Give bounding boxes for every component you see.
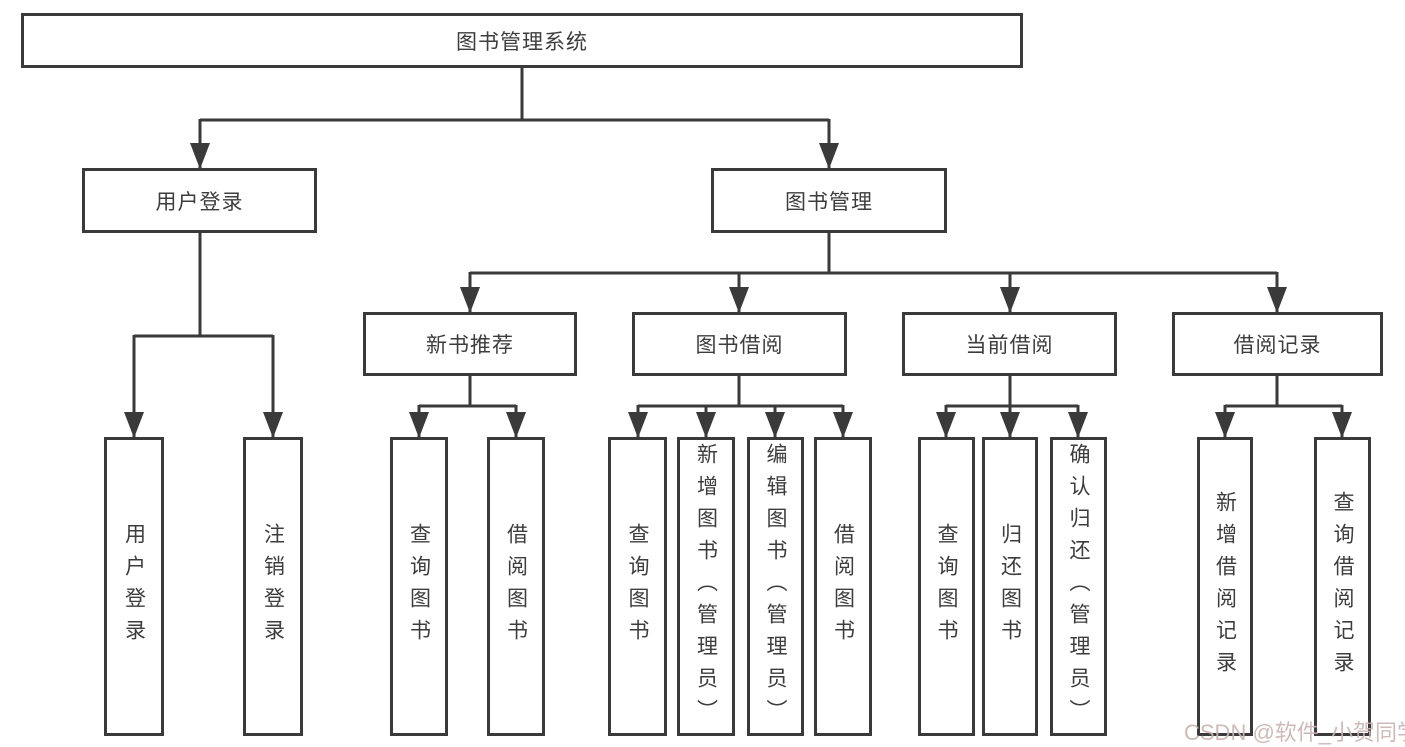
leaf-recommend-query-books: 查询图书 <box>390 437 448 736</box>
node-label: 新增借阅记录 <box>1213 490 1237 683</box>
node-label: 确认归还（管理员） <box>1067 442 1090 731</box>
leaf-logout: 注销登录 <box>243 437 303 736</box>
node-label: 借阅记录 <box>1233 334 1322 357</box>
node-label: 新书推荐 <box>426 334 514 357</box>
node-label: 查询图书 <box>935 522 958 651</box>
leaf-recommend-borrow-books: 借阅图书 <box>487 437 545 736</box>
node-label: 当前借阅 <box>965 334 1054 357</box>
leaf-records-query-record: 查询借阅记录 <box>1314 437 1371 736</box>
leaf-borrow-borrow-books: 借阅图书 <box>814 437 872 736</box>
leaf-records-add-record: 新增借阅记录 <box>1197 437 1253 736</box>
leaf-user-login: 用户登录 <box>104 437 164 736</box>
node-book-management: 图书管理 <box>711 168 947 233</box>
node-label: 新增图书（管理员） <box>694 442 718 731</box>
node-label: 用户登录 <box>155 190 244 214</box>
node-borrow-records: 借阅记录 <box>1172 312 1383 376</box>
node-label: 图书管理系统 <box>456 30 588 54</box>
node-user-login: 用户登录 <box>82 168 317 233</box>
node-label: 查询图书 <box>626 522 649 651</box>
leaf-borrow-edit-books-admin: 编辑图书（管理员） <box>747 437 804 736</box>
node-label: 借阅图书 <box>504 522 528 651</box>
leaf-borrow-query-books: 查询图书 <box>608 437 667 736</box>
leaf-current-query-books: 查询图书 <box>918 437 975 736</box>
node-label: 查询图书 <box>407 522 431 651</box>
node-label: 编辑图书（管理员） <box>764 442 787 731</box>
node-label: 用户登录 <box>122 522 146 651</box>
node-book-borrow: 图书借阅 <box>632 312 847 376</box>
node-label: 注销登录 <box>261 522 285 651</box>
node-label: 借阅图书 <box>831 522 855 651</box>
branch-lines <box>134 68 1342 408</box>
watermark: CSDN @软件_小贺同学 <box>1184 720 1405 745</box>
leaf-current-return-books: 归还图书 <box>982 437 1038 736</box>
node-label: 图书管理 <box>785 190 873 214</box>
node-library-system: 图书管理系统 <box>21 13 1023 68</box>
node-label: 查询借阅记录 <box>1331 490 1354 683</box>
leaf-current-confirm-return-admin: 确认归还（管理员） <box>1050 437 1107 736</box>
node-label: 归还图书 <box>998 522 1022 651</box>
node-label: 图书借阅 <box>695 334 784 357</box>
node-current-borrow: 当前借阅 <box>902 312 1117 376</box>
leaf-borrow-add-books-admin: 新增图书（管理员） <box>677 437 735 736</box>
node-new-book-recommend: 新书推荐 <box>363 312 577 376</box>
